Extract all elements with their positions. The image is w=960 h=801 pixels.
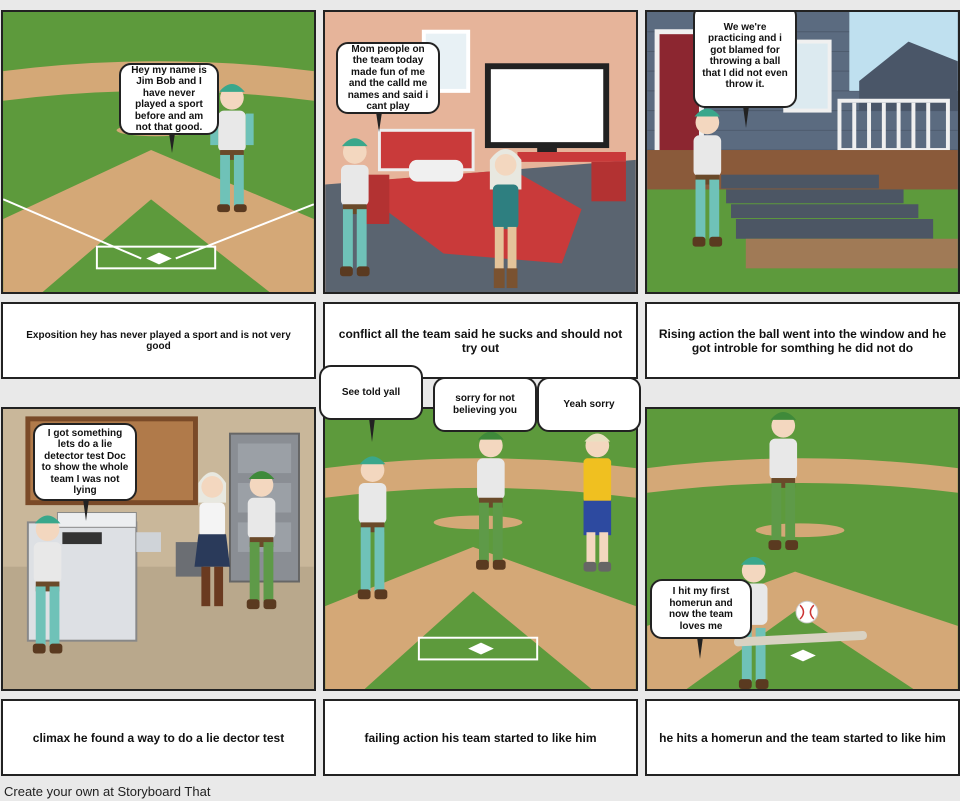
speech-bubble: I got something lets do a lie detector t… <box>33 423 137 521</box>
speech-text: sorry for not believing you <box>453 393 517 416</box>
character-jim-bob <box>357 456 388 600</box>
caption-text: climax he found a way to do a lie dector… <box>32 730 285 745</box>
caption-text: he hits a homerun and the team started t… <box>659 730 946 745</box>
panel-6: I hit my first homerun and now the team … <box>645 407 960 691</box>
caption-text: conflict all the team said he sucks and … <box>338 326 623 355</box>
character-mom <box>489 149 522 289</box>
character-pitcher <box>768 411 799 550</box>
speech-text: See told yall <box>341 386 401 398</box>
caption-panel-5: failing action his team started to like … <box>323 699 638 776</box>
character-batter <box>733 556 867 689</box>
speech-bubble: I hit my first homerun and now the team … <box>650 579 752 659</box>
character-jim-bob <box>32 515 63 654</box>
speech-text: Hey my name is Jim Bob and I have never … <box>131 64 207 134</box>
caption-panel-3: Rising action the ball went into the win… <box>645 302 960 379</box>
character-doc <box>194 472 230 607</box>
speech-bubble: Mom people on the team today made fun of… <box>336 42 440 132</box>
speech-bubble: Hey my name is Jim Bob and I have never … <box>119 63 219 153</box>
character-jim-bob <box>692 108 723 247</box>
caption-panel-6: he hits a homerun and the team started t… <box>645 699 960 776</box>
caption-panel-1: Exposition hey has never played a sport … <box>1 302 316 379</box>
character-kid-yellow <box>583 433 612 572</box>
caption-text: Rising action the ball went into the win… <box>658 326 947 355</box>
speech-bubble: We we're practicing and i got blamed for… <box>693 12 797 128</box>
panel-4: I got something lets do a lie detector t… <box>1 407 316 691</box>
baseball-icon <box>795 600 819 624</box>
character-jim-bob <box>210 83 254 213</box>
speech-bubble: See told yall <box>319 365 423 442</box>
speech-text: I got something lets do a lie detector t… <box>41 427 129 497</box>
speech-text: Yeah sorry <box>563 398 615 410</box>
character-teammate <box>246 471 277 610</box>
footer-credit[interactable]: Create your own at Storyboard That <box>4 784 211 799</box>
speech-bubble: Yeah sorry <box>537 377 641 432</box>
caption-text: Exposition hey has never played a sport … <box>26 329 291 352</box>
speech-text: We we're practicing and i got blamed for… <box>702 21 788 91</box>
panel-3: We we're practicing and i got blamed for… <box>645 10 960 294</box>
caption-panel-4: climax he found a way to do a lie dector… <box>1 699 316 776</box>
panel-5 <box>323 407 638 691</box>
speech-bubble: sorry for not believing you <box>433 377 537 432</box>
character-teammate <box>476 431 506 570</box>
speech-text: Mom people on the team today made fun of… <box>347 43 429 113</box>
caption-text: failing action his team started to like … <box>364 730 597 745</box>
speech-text: I hit my first homerun and now the team … <box>669 586 733 632</box>
character-boy <box>340 138 370 277</box>
panel-1: Hey my name is Jim Bob and I have never … <box>1 10 316 294</box>
panel-2: Mom people on the team today made fun of… <box>323 10 638 294</box>
